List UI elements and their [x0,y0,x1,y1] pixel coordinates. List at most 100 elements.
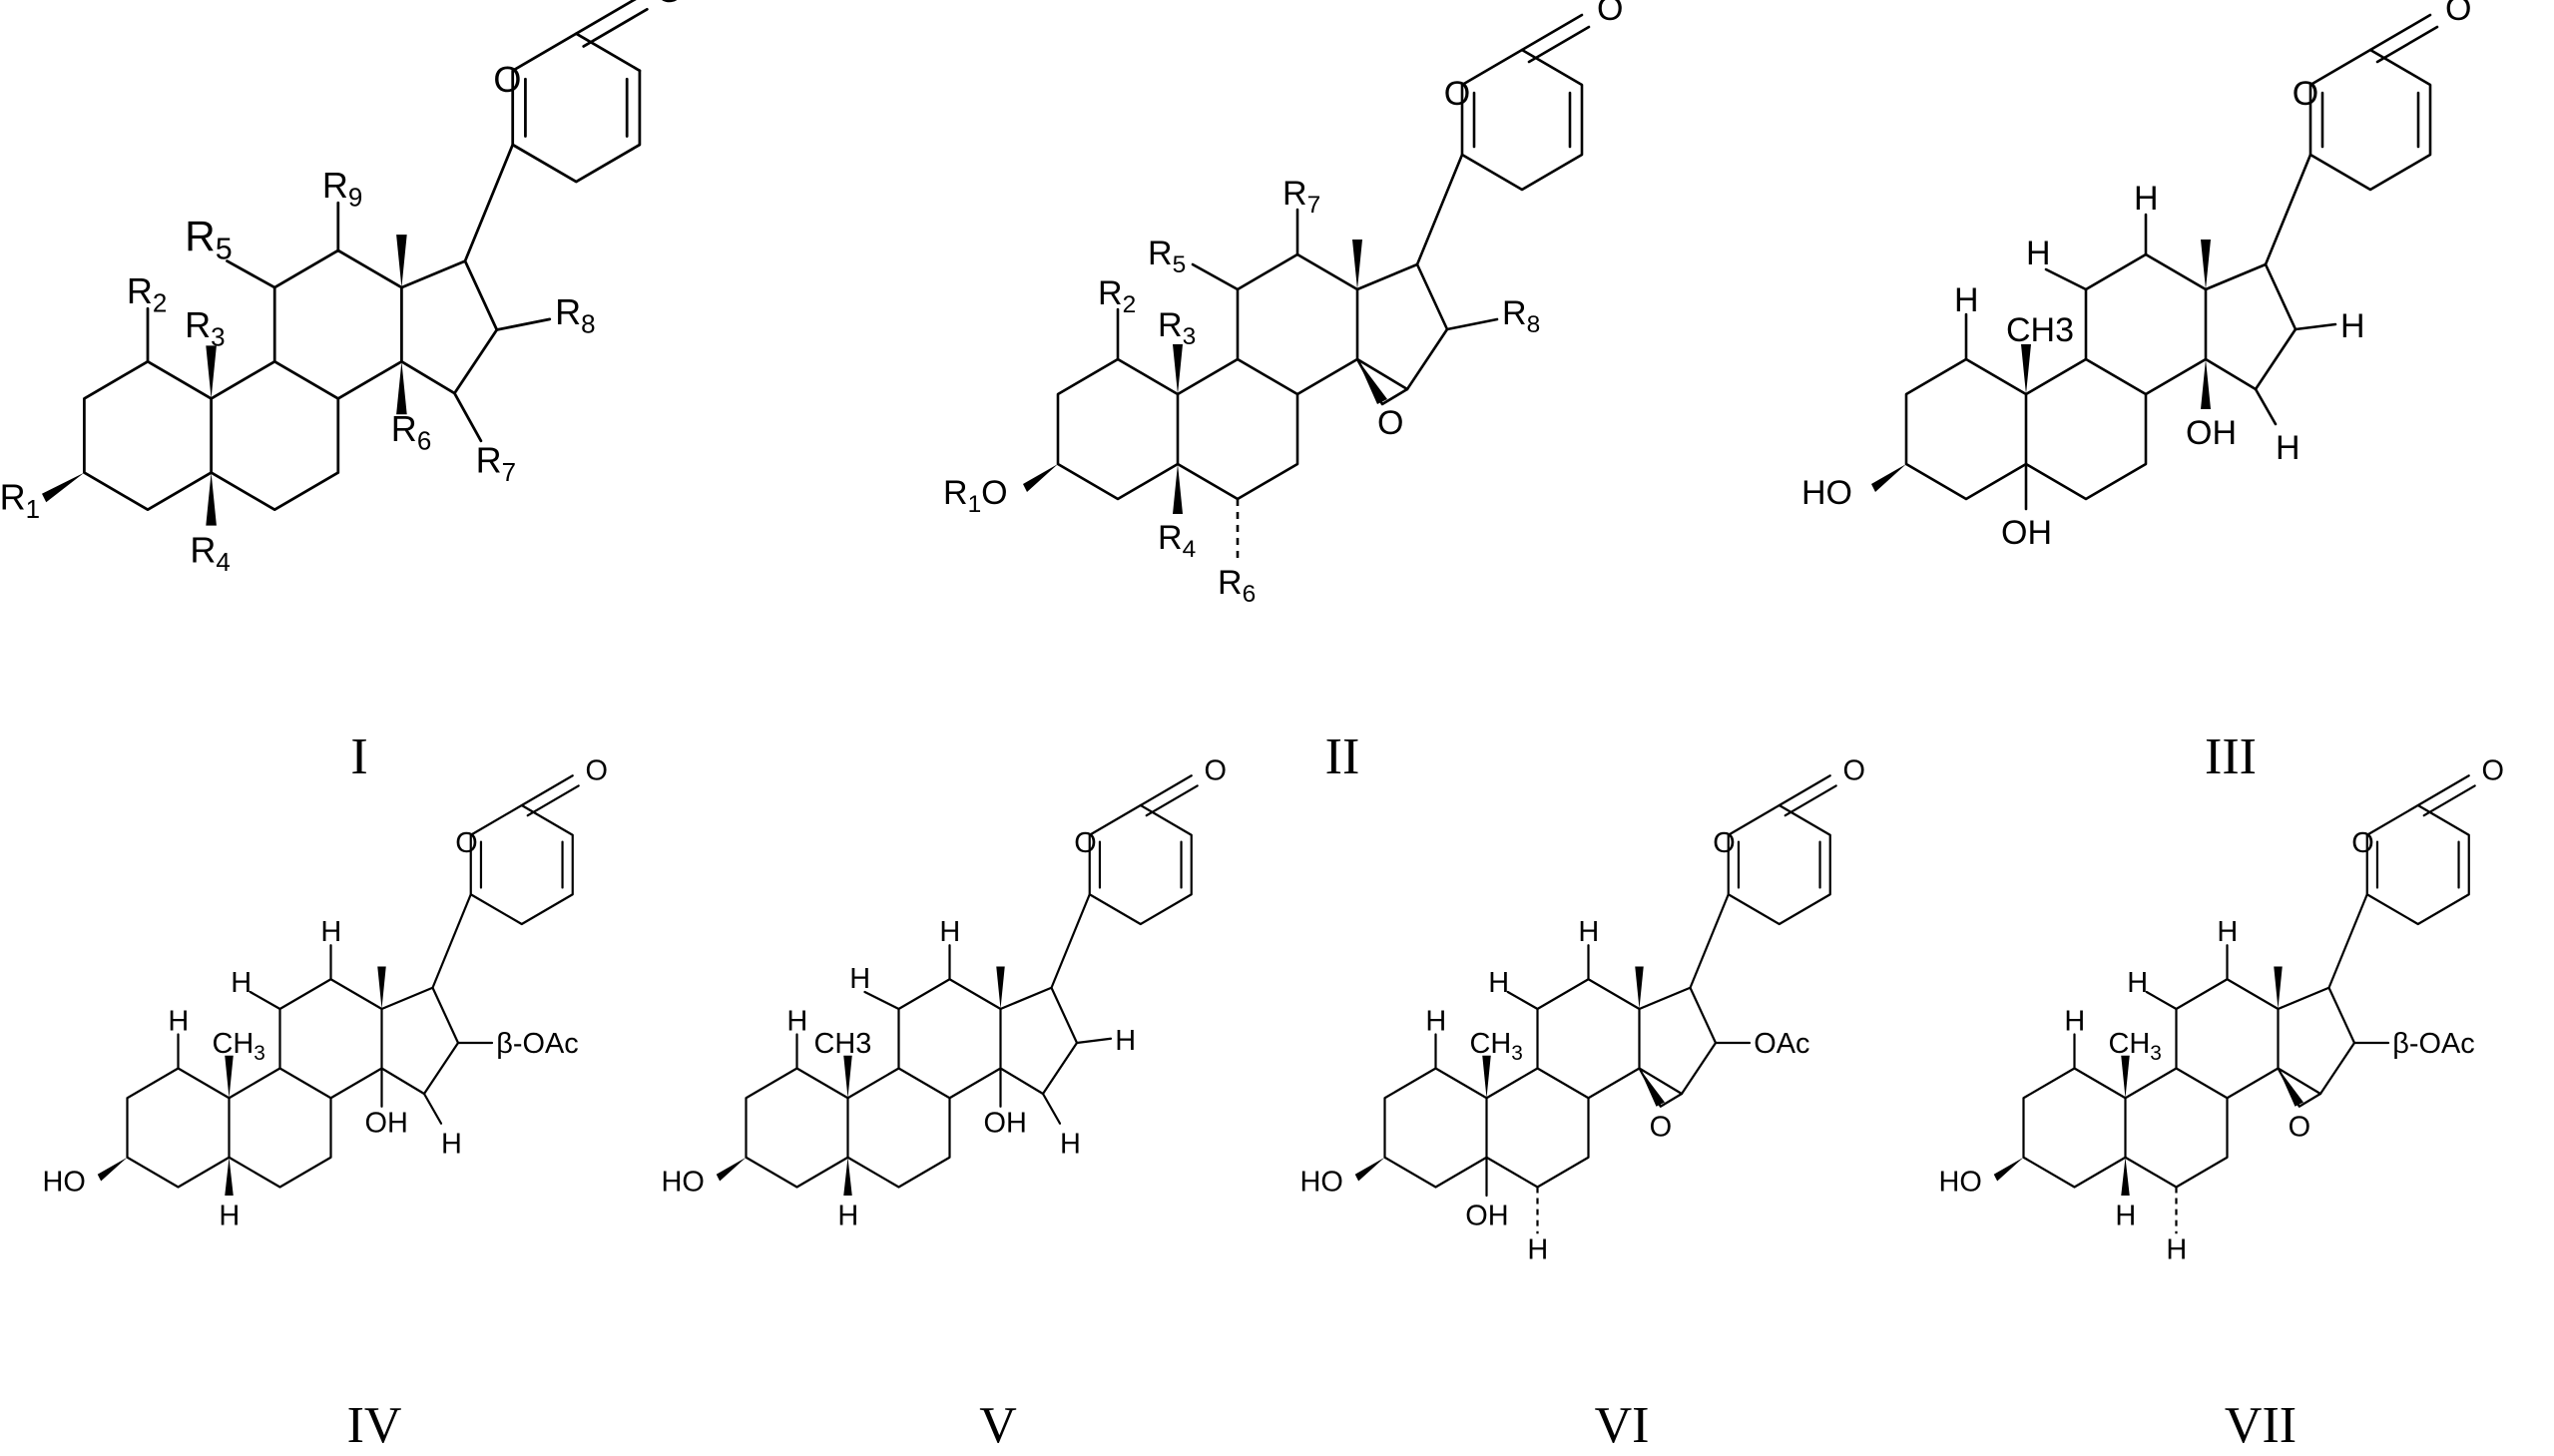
hydrogen-c9: H [1488,967,1509,999]
hydrogen-c12: H [939,916,960,948]
caption-I: I [350,728,367,785]
structure-III: O O HO OH OH CH3 H H H H H [1801,0,2471,552]
hydroxyl-c3: HO [1801,474,1852,512]
wedge-bond [1639,1068,1665,1107]
substituent-r7: R7 [1282,175,1320,219]
wedge-bond [377,966,386,1009]
hydrogen-c9: H [849,963,870,995]
hydrogen-c9: H [2127,967,2148,999]
wedge-bond [396,361,407,415]
hydroxyl-c14: OH [2186,414,2237,452]
substituent-r8: R8 [1502,294,1540,338]
methyl-c19: CH3 [213,1028,265,1065]
wedge-bond [396,235,407,288]
methyl-c19: CH3 [1470,1028,1523,1065]
hydroxyl-c3: HO [662,1167,705,1199]
lactone-ring-oxygen: O [493,59,521,100]
hydrogen-c5: H [837,1201,858,1232]
wedge-bond [1352,240,1362,289]
carbonyl-oxygen: O [656,0,684,10]
substituent-r6: R6 [391,408,431,455]
hydrogen-c15: H [441,1129,462,1161]
hydroxyl-c3: HO [43,1167,86,1199]
hydroxyl-c3: HO [1939,1167,1982,1199]
hydroxyl-c5: OH [1465,1201,1508,1232]
methyl-c19: CH3 [814,1028,872,1060]
substituent-r1o: R1O [943,474,1008,518]
hydrogen-c9: H [2026,235,2051,272]
acetoxy-c16: β-OAc [496,1028,578,1060]
hydroxyl-c14: OH [984,1107,1027,1139]
substituent-r2: R2 [1098,274,1136,318]
methyl-c19: CH3 [2006,311,2074,349]
carbonyl-oxygen: O [586,755,608,787]
carbonyl-oxygen: O [2445,0,2471,28]
wedge-bond [1354,1157,1385,1182]
substituent-r4: R4 [190,530,230,577]
lactone-ring-oxygen: O [1074,827,1096,859]
structure-II: O O O R1O R2 R3 R4 R5 R6 R7 R8 [943,0,1623,608]
carbonyl-oxygen: O [1843,755,1865,787]
epoxide-oxygen: O [2289,1112,2310,1144]
structure-IV-bonds [126,774,580,1189]
wedge-bond [225,1157,234,1196]
hydrogen-c5: H [2115,1201,2136,1232]
wedge-bond [2121,1055,2130,1099]
substituent-r1: R1 [0,477,40,524]
hydrogen-c1: H [168,1005,189,1037]
hydrogen-c16: H [1115,1025,1136,1057]
structure-IV: O O HO OH CH3 β-OAc H H H H H [43,755,608,1232]
substituent-r5: R5 [185,213,233,265]
wedge-bond [1173,344,1183,394]
structure-V: O O HO OH CH3 H H H H H H [662,755,1227,1232]
carbonyl-oxygen: O [1597,0,1623,28]
hydrogen-c16: H [2340,307,2365,345]
substituent-r5: R5 [1148,235,1186,278]
wedge-bond [1023,464,1058,492]
acetoxy-c16: OAc [1754,1028,1809,1060]
hydrogen-c6: H [2166,1234,2187,1266]
hydrogen-c6: H [1527,1234,1548,1266]
substituent-r3: R3 [185,304,225,351]
epoxide-oxygen: O [1377,404,1403,442]
wedge-bond [2201,240,2211,289]
hydrogen-c15: H [1060,1129,1081,1161]
wedge-bond [225,1055,234,1099]
substituent-r8: R8 [555,291,595,338]
wedge-bond [2121,1157,2130,1196]
hydrogen-c9: H [231,967,252,999]
substituent-r3: R3 [1158,306,1196,350]
substituent-r6: R6 [1218,564,1256,608]
caption-IV: IV [347,1397,402,1454]
lactone-ring-oxygen: O [1713,827,1735,859]
substituent-r9: R9 [322,165,362,212]
hydroxyl-c5: OH [2001,514,2052,552]
wedge-bond [2274,966,2283,1009]
carbonyl-oxygen: O [1205,755,1227,787]
wedge-bond [996,966,1005,1009]
methyl-c19: CH3 [2109,1028,2162,1065]
structure-I: O O R1 R2 R3 R4 R5 R6 R7 R8 R9 [0,0,684,577]
wedge-bond [843,1157,852,1196]
wedge-bond [42,472,85,503]
hydrogen-c1: H [1954,281,1979,319]
wedge-bond [1357,359,1387,404]
hydrogen-c1: H [2064,1005,2085,1037]
wedge-bond [1482,1055,1491,1099]
wedge-bond [206,345,217,399]
wedge-bond [206,472,217,526]
hydrogen-c12: H [2217,916,2238,948]
substituent-r7: R7 [476,440,516,487]
hydrogen-c12: H [2134,180,2159,218]
structure-VII-bonds [2022,774,2476,1189]
hydrogen-c1: H [1425,1005,1446,1037]
structure-VI-bonds [1383,774,1837,1198]
hydroxyl-c14: OH [365,1107,408,1139]
lactone-ring-oxygen: O [1444,75,1470,113]
epoxide-oxygen: O [1650,1112,1672,1144]
hydrogen-c5: H [219,1201,240,1232]
caption-III: III [2205,728,2257,785]
structure-III-bonds [1904,13,2439,501]
wedge-bond [1173,464,1183,514]
caption-VII: VII [2225,1397,2297,1454]
